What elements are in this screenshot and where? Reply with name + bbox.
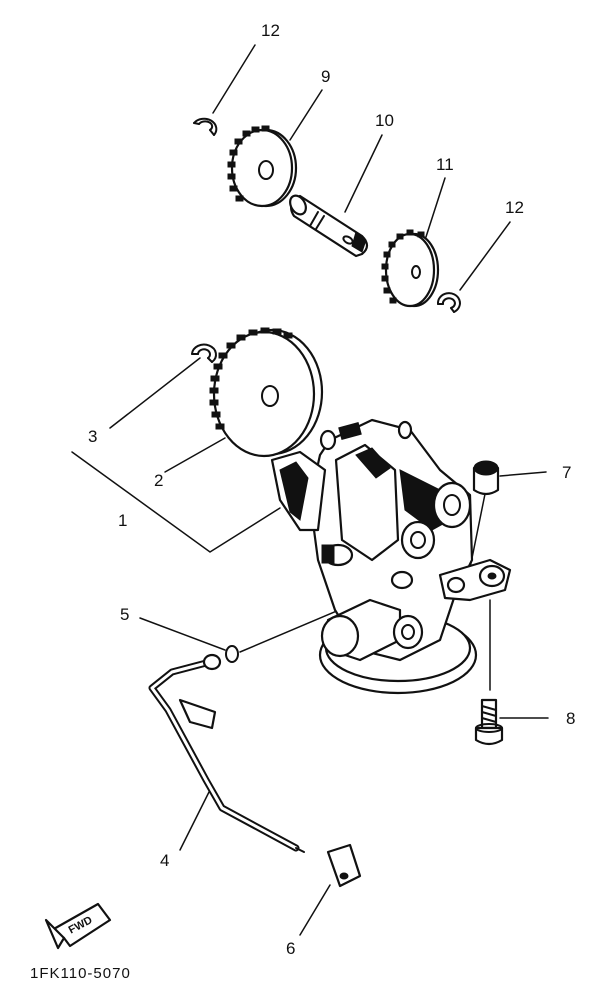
oil-pump-icon bbox=[270, 418, 512, 695]
callout-6: 6 bbox=[286, 939, 295, 958]
drawing-code: 1FK110-5070 bbox=[30, 965, 131, 982]
clip-icon bbox=[326, 843, 362, 888]
shaft-icon bbox=[289, 194, 369, 258]
pipe-icon bbox=[148, 653, 305, 853]
bolt-icon bbox=[474, 698, 504, 746]
callout-9: 9 bbox=[321, 67, 330, 86]
leader-7 bbox=[499, 471, 547, 477]
callout-5: 5 bbox=[120, 605, 129, 624]
callout-3: 3 bbox=[88, 427, 97, 446]
o-ring-icon bbox=[225, 645, 239, 663]
callout-4: 4 bbox=[160, 851, 169, 870]
leader-6 bbox=[299, 884, 331, 936]
forward-arrow-icon: FWD bbox=[44, 902, 112, 950]
leader-2 bbox=[164, 437, 226, 473]
callout-labels: 12 9 10 11 12 3 2 1 7 5 8 4 6 bbox=[88, 21, 575, 958]
leader-lines bbox=[71, 44, 549, 936]
circlip-icon bbox=[193, 117, 218, 136]
callout-7: 7 bbox=[562, 463, 571, 482]
gear-icon bbox=[227, 125, 298, 208]
leader-10 bbox=[344, 134, 383, 213]
leader-9 bbox=[289, 89, 323, 141]
leader-3 bbox=[109, 357, 201, 429]
callout-2: 2 bbox=[154, 471, 163, 490]
leader-11 bbox=[424, 177, 446, 241]
callout-12-right: 12 bbox=[505, 198, 524, 217]
callout-8: 8 bbox=[566, 709, 575, 728]
leader-5 bbox=[139, 617, 226, 651]
leader-12b bbox=[459, 221, 511, 291]
gear-icon bbox=[209, 327, 324, 458]
leader-1 bbox=[71, 451, 281, 553]
collar-icon bbox=[472, 460, 500, 496]
circlip-icon bbox=[436, 292, 461, 313]
callout-10: 10 bbox=[375, 111, 394, 130]
callout-12-top: 12 bbox=[261, 21, 280, 40]
callout-1: 1 bbox=[118, 511, 127, 530]
leader-12a bbox=[212, 44, 256, 114]
callout-11: 11 bbox=[436, 155, 454, 174]
leader-4 bbox=[179, 789, 211, 851]
circlip-icon bbox=[191, 343, 217, 363]
gear-icon bbox=[381, 229, 440, 308]
